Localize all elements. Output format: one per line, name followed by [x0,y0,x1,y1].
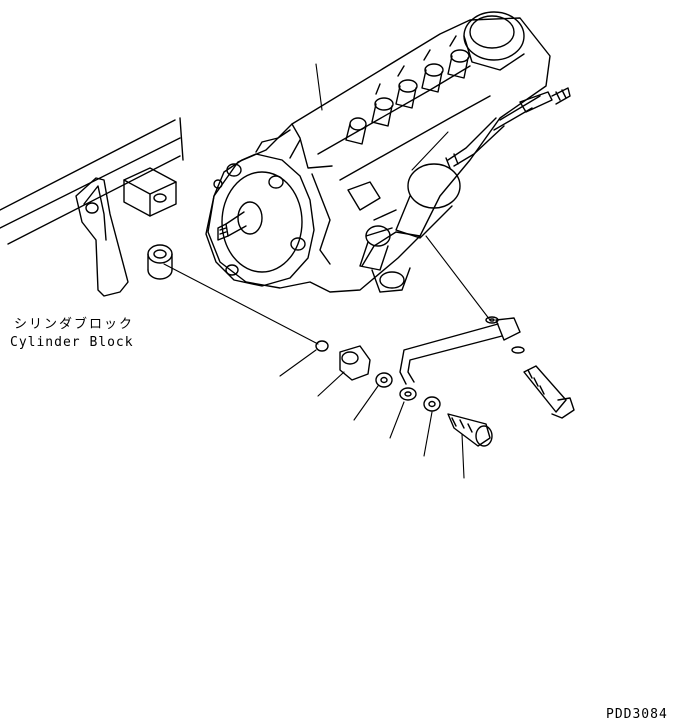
eye-bolt-right [524,366,574,418]
union-adapter [340,346,370,380]
drawing-code: PDD3084 [606,707,668,722]
cylinder-block-outline [0,118,183,244]
fuel-return-pipe [446,118,504,168]
mounting-bracket [76,178,128,296]
block-boss [124,168,176,216]
leader-lines [164,64,490,478]
washer-1 [376,373,392,387]
cylinder-block-label-en: Cylinder Block [10,335,134,350]
drive-shaft [218,212,246,240]
small-gasket-lower [512,347,524,353]
injection-pump-body [208,18,550,292]
feed-pump [360,164,460,292]
pump-drive-flange [206,154,314,286]
delivery-valve-holders [346,36,469,144]
washer-2 [424,397,440,411]
cylinder-block-label-jp: シリンダブロック [14,317,135,332]
governor-cap [464,12,524,70]
priming-fitting [494,88,570,130]
spacer-collar [148,245,172,279]
banjo-bolt [448,414,492,446]
plug [316,341,328,351]
pipe-assembly [400,318,520,400]
